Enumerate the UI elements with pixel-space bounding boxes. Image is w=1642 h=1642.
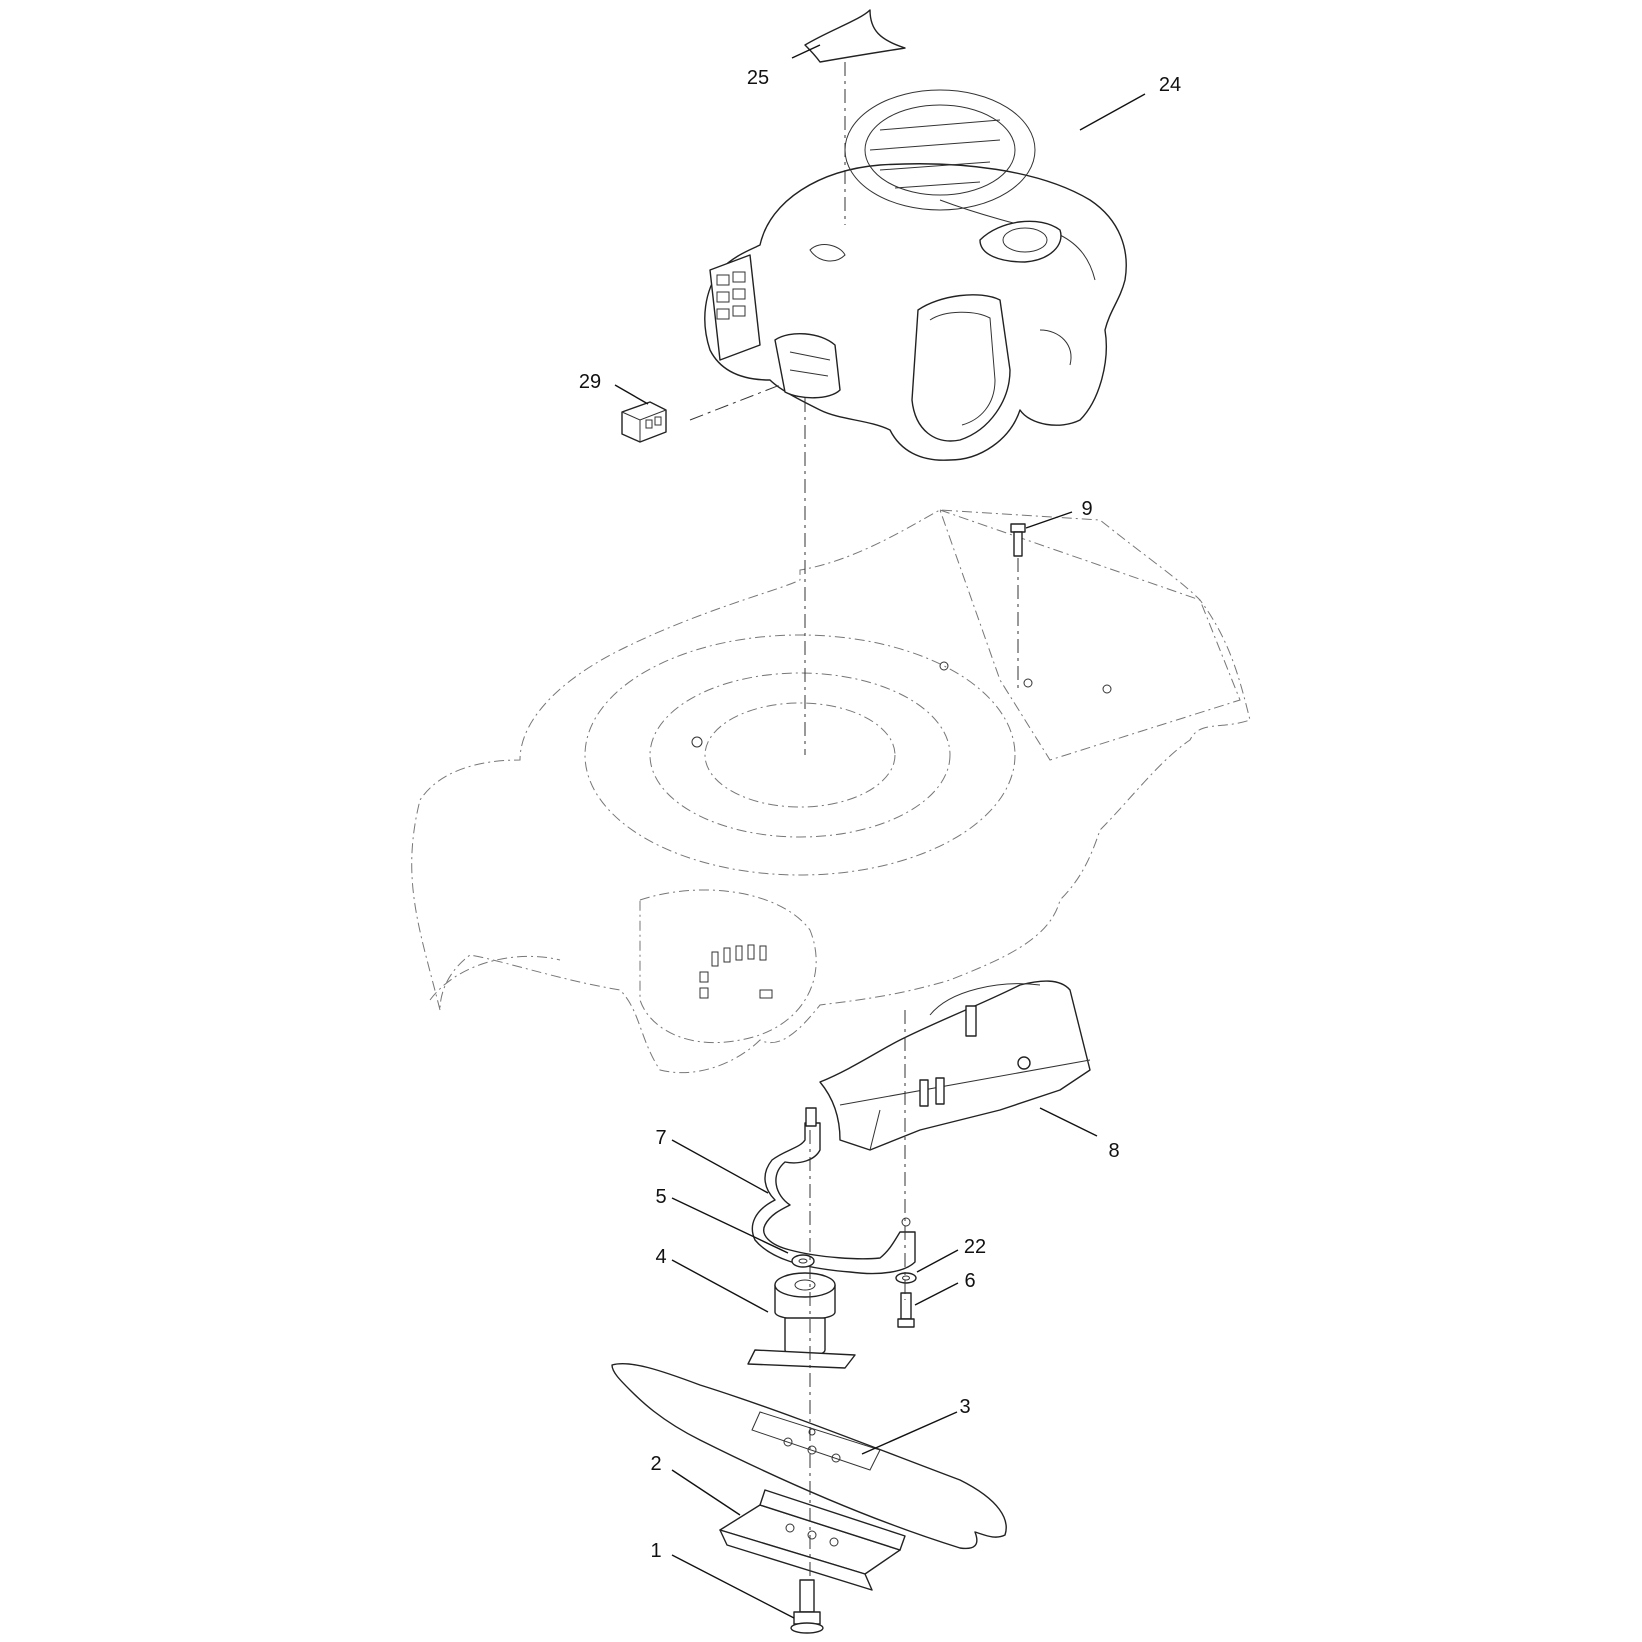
- small-washer-part: [895, 1272, 917, 1284]
- callout-labels: 25 24 29 9 8 7 5 22 6 4 3 2 1: [579, 67, 1181, 1562]
- callout-5: 5: [655, 1186, 666, 1208]
- callout-2: 2: [650, 1453, 661, 1475]
- assembly-axes: [689, 62, 1019, 1580]
- callout-25: 25: [747, 67, 769, 89]
- leader-lines: [614, 44, 1146, 1619]
- callout-22: 22: [964, 1236, 986, 1258]
- callout-3: 3: [959, 1396, 970, 1418]
- callout-9: 9: [1081, 498, 1092, 520]
- callout-6: 6: [964, 1270, 975, 1292]
- deck-bolt-part: [1010, 523, 1026, 557]
- blade-bolt-part: [790, 1579, 824, 1634]
- engine-assembly: [704, 89, 1127, 461]
- decal-part: [804, 9, 906, 63]
- blade-adapter-part: [747, 1272, 856, 1369]
- callout-4: 4: [655, 1246, 666, 1268]
- callout-8: 8: [1108, 1140, 1119, 1162]
- washer-part: [791, 1254, 815, 1268]
- callout-29: 29: [579, 371, 601, 393]
- blade-part: [611, 1363, 1007, 1550]
- spark-plug-boot-part: [621, 401, 667, 443]
- baffle-part: [819, 980, 1091, 1151]
- callout-7: 7: [655, 1127, 666, 1149]
- callout-1: 1: [650, 1540, 661, 1562]
- deck-vent-slots: [699, 944, 773, 999]
- mower-deck-outline: [411, 509, 1251, 1074]
- bracket-bolt-part: [897, 1292, 915, 1328]
- callout-24: 24: [1159, 74, 1181, 96]
- bracket-part: [751, 1107, 916, 1275]
